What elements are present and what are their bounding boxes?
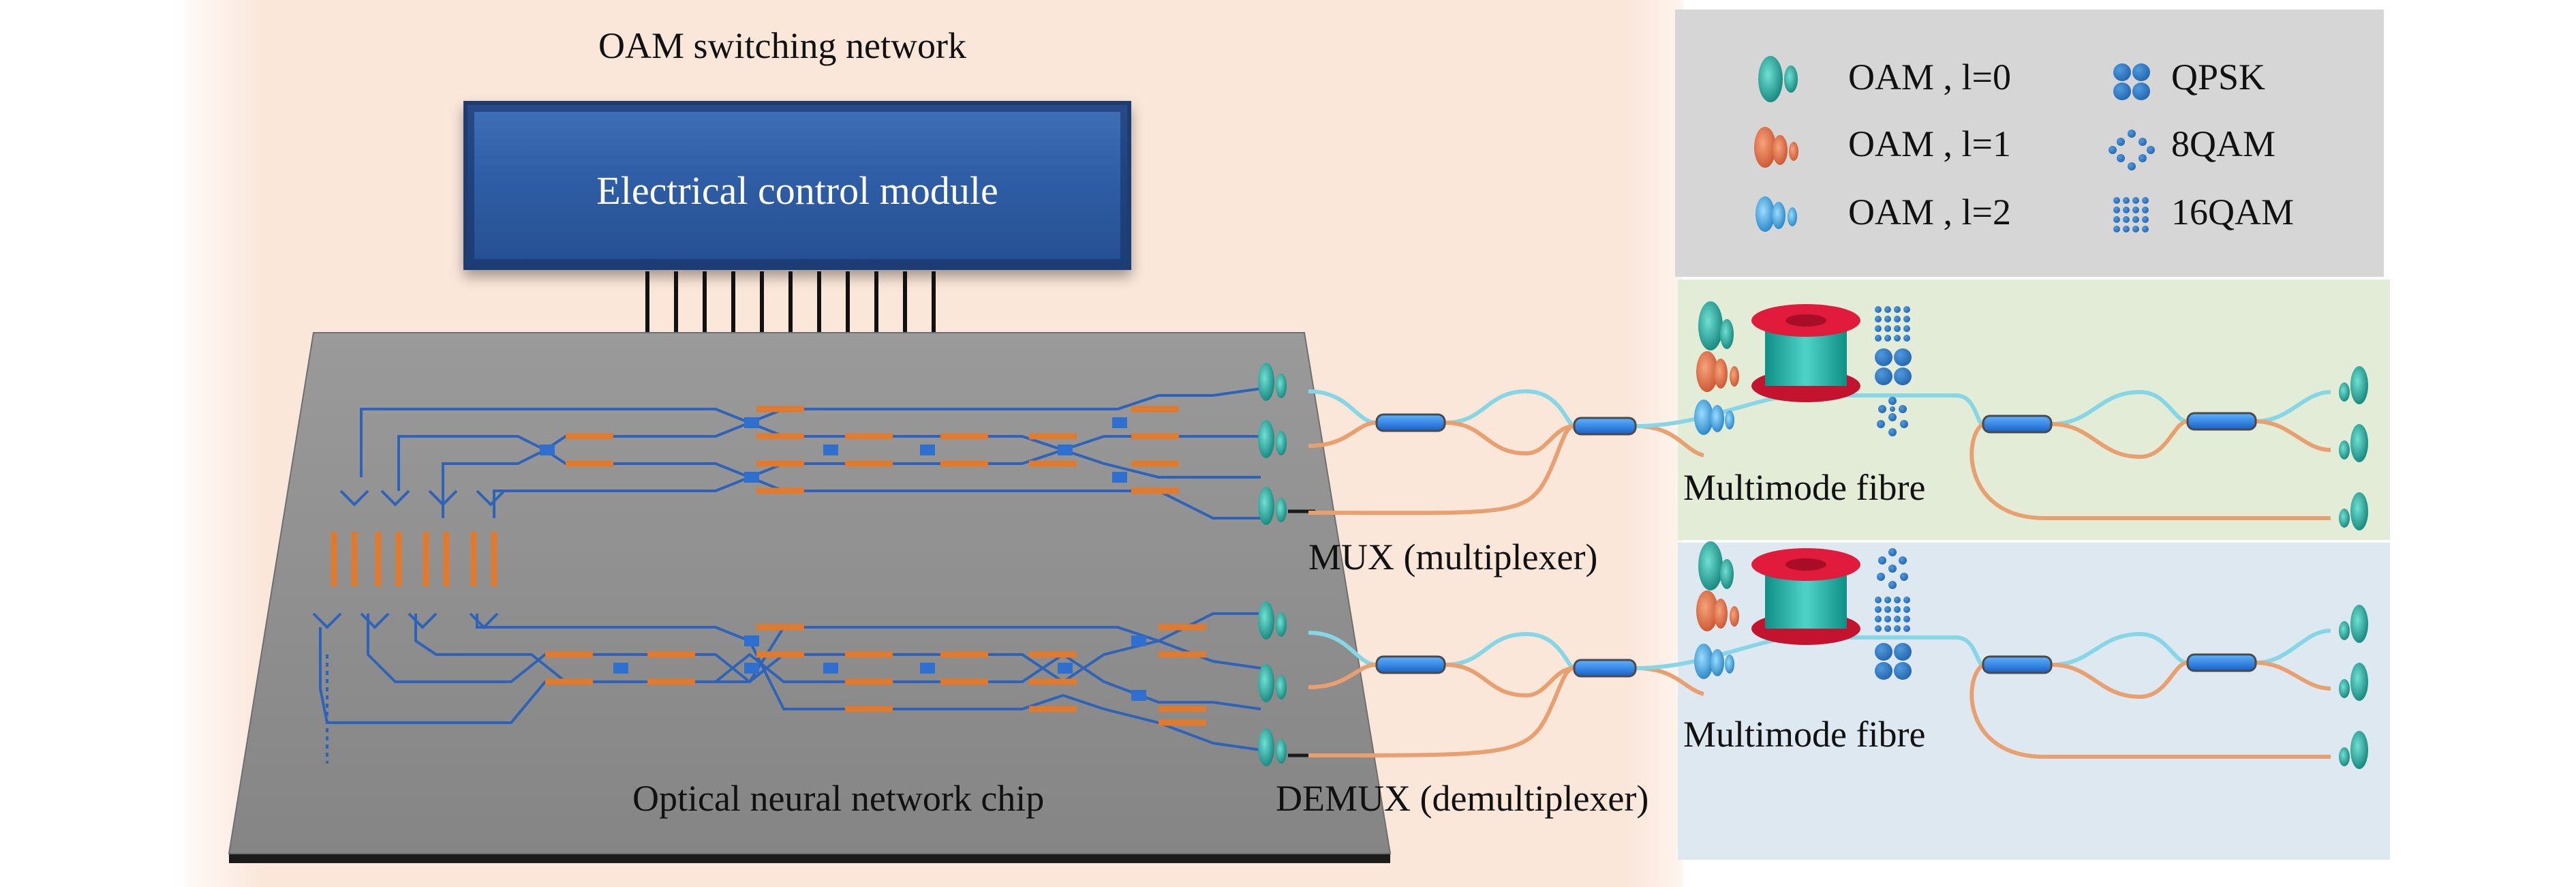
electrical-control-module: Electrical control module <box>463 101 1131 270</box>
bottom-link-fibres <box>1308 629 2331 759</box>
legend-oam-l0-label: OAM , l=0 <box>1848 57 2011 97</box>
fibre-label-top: Multimode fibre <box>1683 467 1926 508</box>
fibre-label-bottom: Multimode fibre <box>1683 714 1926 755</box>
diagram-title: OAM switching network <box>598 25 966 66</box>
legend-oam-l1-label: OAM , l=1 <box>1848 123 2011 164</box>
legend-oam-l1-icon <box>1754 127 1798 168</box>
output-oam-beams <box>2339 366 2368 769</box>
oam-bundle-bottom <box>1694 541 1739 679</box>
legend-16qam-icon <box>2113 197 2149 232</box>
phase-shifters <box>331 406 1206 726</box>
legend-16qam-label: 16QAM <box>2171 192 2295 232</box>
constellations-top <box>1875 306 1912 436</box>
fibre-couplers <box>1375 412 2257 678</box>
oam-bundle-top <box>1694 301 1739 435</box>
legend-oam-l0-icon <box>1758 56 1798 102</box>
demux-label: DEMUX (demultiplexer) <box>1276 778 1649 819</box>
legend-8qam-icon <box>2109 130 2155 170</box>
fibre-spool-top <box>1751 304 1860 402</box>
chip-oam-emitters <box>1258 363 1287 766</box>
chip-couplers <box>540 417 1146 701</box>
mux-label: MUX (multiplexer) <box>1308 537 1598 577</box>
legend-8qam-label: 8QAM <box>2171 123 2276 164</box>
control-wires <box>645 271 936 334</box>
control-module-label: Electrical control module <box>596 168 998 213</box>
legend-oam-l2-icon <box>1755 196 1797 232</box>
constellations-bottom <box>1875 548 1912 680</box>
legend-qpsk-icon <box>2113 63 2150 100</box>
legend-qpsk-label: QPSK <box>2171 57 2266 97</box>
fibre-spool-bottom <box>1751 548 1860 645</box>
chip-label: Optical neural network chip <box>632 778 1045 819</box>
legend-oam-l2-label: OAM , l=2 <box>1848 192 2011 232</box>
